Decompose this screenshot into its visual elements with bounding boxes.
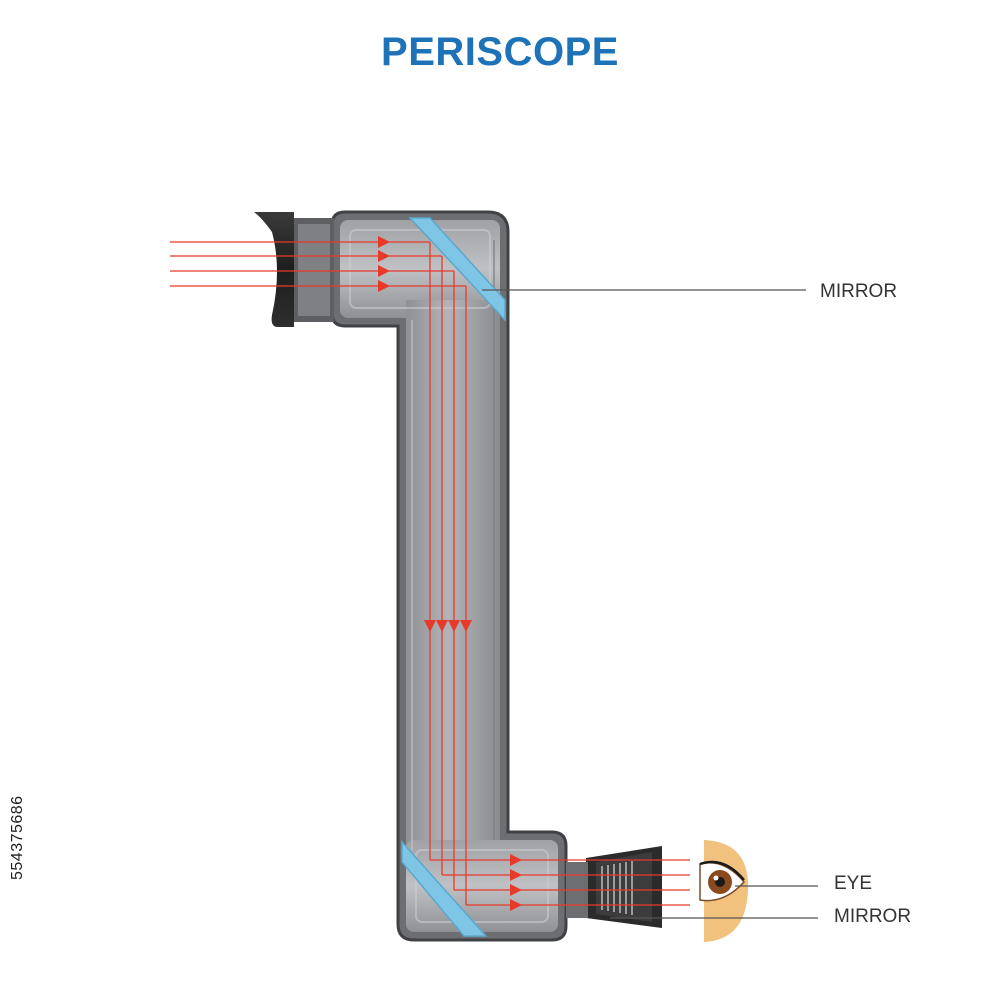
- bottom-mirror: [401, 840, 488, 937]
- top-mirror: [408, 217, 506, 322]
- label-mirror-bottom: MIRROR: [834, 906, 911, 927]
- objective-lens-icon: [254, 212, 334, 327]
- eyepiece-icon: [566, 846, 662, 928]
- eye-icon: [699, 840, 749, 942]
- ray-arrowheads: [378, 236, 522, 911]
- mirror-icon: [401, 217, 506, 937]
- label-eye: EYE: [834, 873, 872, 894]
- side-id: 554375686: [9, 795, 26, 880]
- label-mirror-top: MIRROR: [820, 281, 897, 302]
- tube-vertical-section: [406, 300, 500, 860]
- leader-lines: [482, 289, 818, 919]
- light-rays: [170, 241, 690, 906]
- page-title: PERISCOPE: [381, 30, 619, 74]
- periscope-body: [330, 210, 568, 942]
